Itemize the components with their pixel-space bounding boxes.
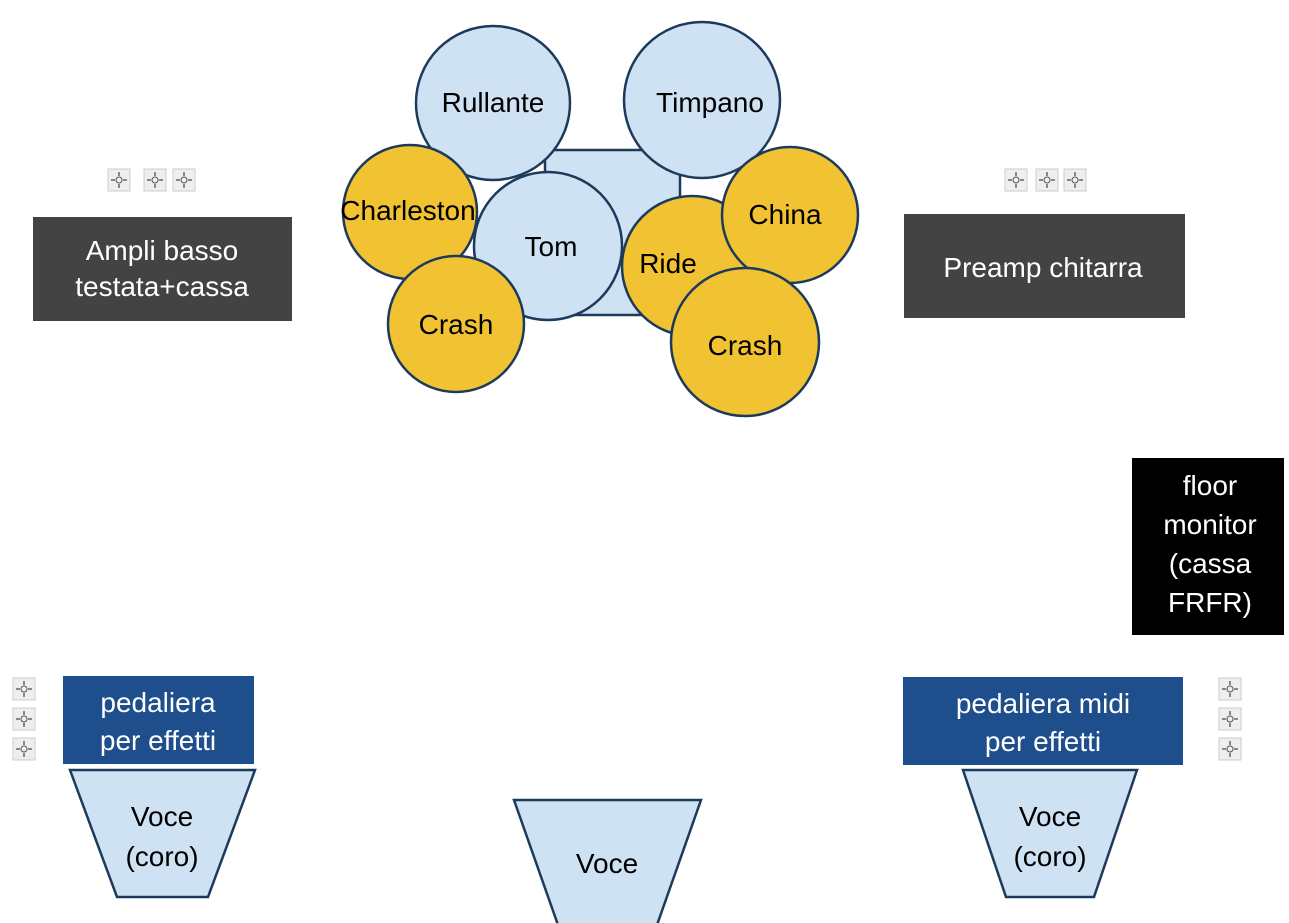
guitar-preamp-label: Preamp chitarra	[943, 252, 1143, 283]
bass-amp-label-line2: testata+cassa	[75, 271, 249, 302]
vocal-backing-left-line1: Voce	[131, 801, 193, 832]
guitar-preamp[interactable]: Preamp chitarra	[904, 214, 1185, 318]
power-outlet-icon	[1035, 168, 1059, 192]
vocal-backing-right-line1: Voce	[1019, 801, 1081, 832]
snare-label: Rullante	[442, 87, 545, 118]
hihat-label: Charleston	[340, 195, 475, 226]
floor-monitor-line4: FRFR)	[1168, 587, 1252, 618]
power-outlet-icon	[12, 737, 36, 761]
power-outlet-icon	[143, 168, 167, 192]
vocal-backing-right[interactable]: Voce (coro)	[961, 768, 1139, 899]
floor-monitor[interactable]: floor monitor (cassa FRFR)	[1132, 458, 1284, 635]
power-outlets-left-pedal	[12, 677, 36, 761]
power-outlet-icon	[1218, 737, 1242, 761]
power-outlet-icon	[1218, 707, 1242, 731]
vocal-backing-left[interactable]: Voce (coro)	[68, 768, 257, 899]
crash-right-cymbal[interactable]	[669, 266, 821, 418]
power-outlets-right-pedal	[1218, 677, 1242, 761]
crash-left-cymbal[interactable]	[386, 254, 526, 394]
pedalboard-right[interactable]: pedaliera midi per effetti	[903, 677, 1183, 765]
bass-amp[interactable]: Ampli basso testata+cassa	[33, 217, 292, 321]
bass-amp-label-line1: Ampli basso	[86, 235, 239, 266]
power-outlet-icon	[1063, 168, 1087, 192]
pedalboard-right-line2: per effetti	[985, 726, 1101, 757]
vocal-backing-left-line2: (coro)	[125, 841, 198, 872]
power-outlet-icon	[172, 168, 196, 192]
pedalboard-left[interactable]: pedaliera per effetti	[63, 676, 254, 764]
power-outlet-icon	[107, 168, 131, 192]
timpano-label: Timpano	[656, 87, 764, 118]
tom-label: Tom	[525, 231, 578, 262]
vocal-lead-center-label: Voce	[576, 848, 638, 879]
power-outlet-icon	[1218, 677, 1242, 701]
pedalboard-left-line2: per effetti	[100, 725, 216, 756]
crash-right-label: Crash	[708, 330, 783, 361]
power-outlet-icon	[12, 677, 36, 701]
pedalboard-left-line1: pedaliera	[100, 687, 216, 718]
power-outlets-guitar	[1004, 168, 1087, 192]
power-outlet-icon	[1004, 168, 1028, 192]
vocal-backing-right-line2: (coro)	[1013, 841, 1086, 872]
floor-monitor-line3: (cassa	[1169, 548, 1252, 579]
snare-drum[interactable]	[414, 24, 572, 182]
power-outlets-bass	[107, 168, 196, 192]
floor-monitor-line2: monitor	[1163, 509, 1256, 540]
timpano-drum[interactable]	[622, 20, 782, 180]
drum-kit: Rullante Timpano Tom Charleston Crash Ri…	[340, 20, 860, 418]
crash-left-label: Crash	[419, 309, 494, 340]
china-label: China	[748, 199, 822, 230]
vocal-lead-center[interactable]: Voce	[512, 798, 703, 923]
power-outlet-icon	[12, 707, 36, 731]
ride-label: Ride	[639, 248, 697, 279]
pedalboard-right-line1: pedaliera midi	[956, 688, 1130, 719]
floor-monitor-line1: floor	[1183, 470, 1237, 501]
